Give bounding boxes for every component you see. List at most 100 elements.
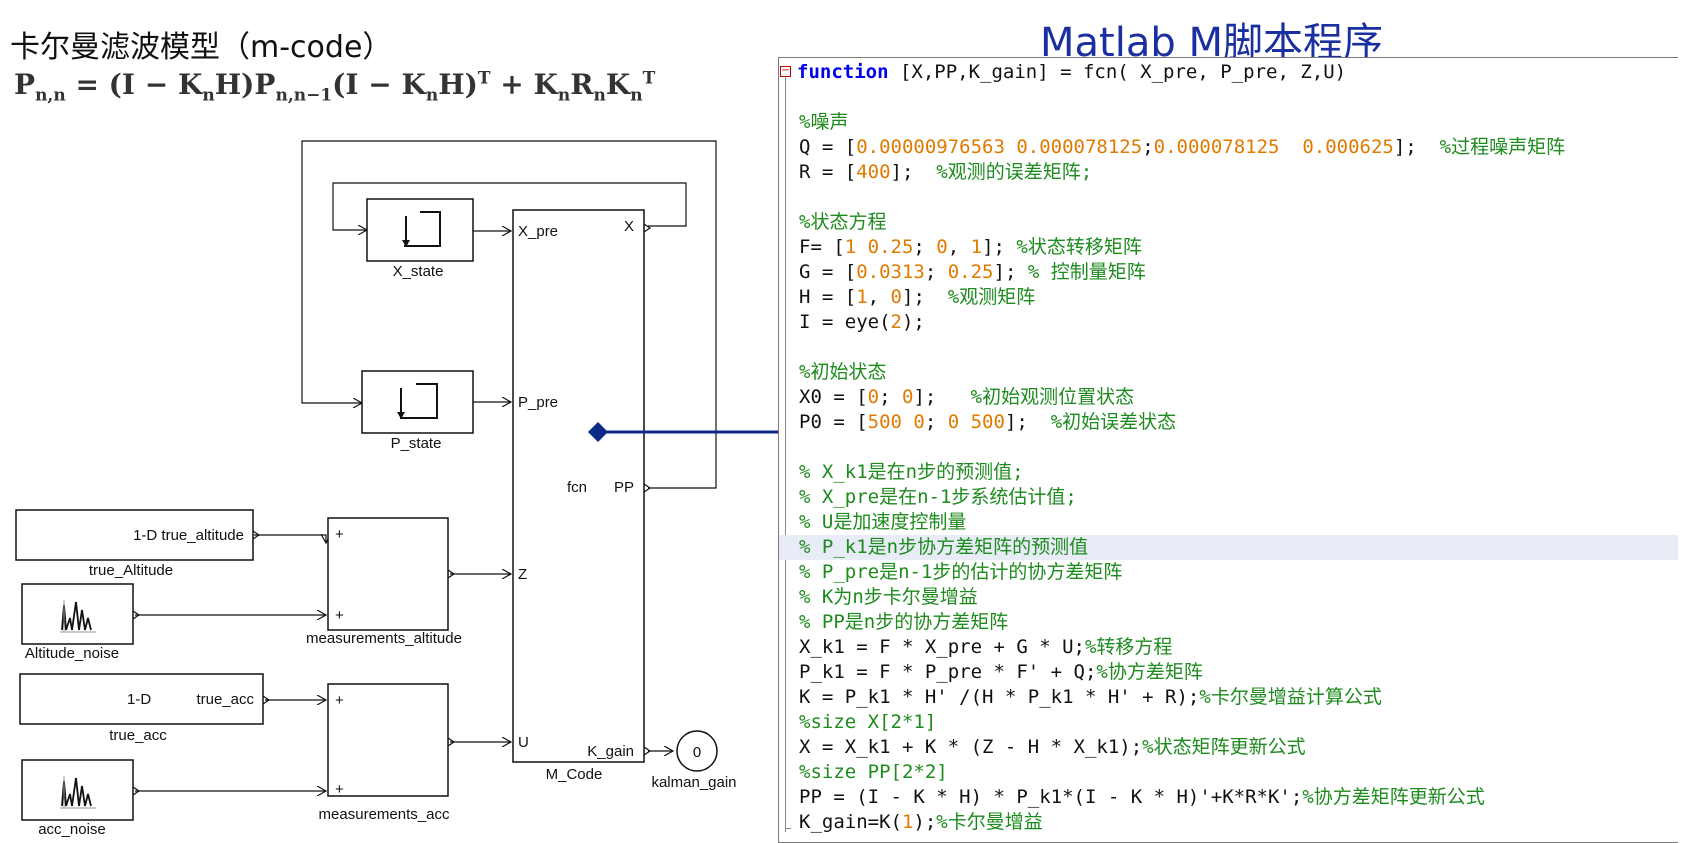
- code-line[interactable]: F= [1 0.25; 0, 1]; %状态转移矩阵: [779, 235, 1678, 260]
- measurements-acc-label: measurements_acc: [319, 806, 450, 823]
- code-text: R = [: [799, 161, 857, 183]
- code-comment: %过程噪声矩阵: [1439, 136, 1566, 158]
- code-comment: %观测矩阵: [947, 286, 1036, 308]
- kalman-gain-display[interactable]: 0 kalman_gain: [651, 730, 737, 791]
- code-comment: %协方差矩阵: [1096, 661, 1203, 683]
- code-text: PP = (I - K * H) * P_k1*(I - K * H)'+K*R…: [799, 786, 1303, 808]
- code-editor[interactable]: − function [X,PP,K_gain] = fcn( X_pre, P…: [778, 57, 1678, 843]
- true-acc-block[interactable]: 1-D true_acc true_acc: [19, 673, 271, 744]
- altitude-noise-label: Altitude_noise: [25, 645, 119, 662]
- code-line[interactable]: X = X_k1 + K * (Z - H * X_k1);%状态矩阵更新公式: [779, 735, 1678, 760]
- code-line[interactable]: % PP是n步的协方差矩阵: [779, 610, 1678, 635]
- code-line[interactable]: function [X,PP,K_gain] = fcn( X_pre, P_p…: [779, 60, 1678, 85]
- port-x-pre: X_pre: [518, 223, 558, 240]
- code-comment: % P_pre是n-1步的估计的协方差矩阵: [799, 561, 1123, 583]
- measurements-acc-block[interactable]: + + measurements_acc: [319, 683, 456, 823]
- code-comment: % PP是n步的协方差矩阵: [799, 611, 1009, 633]
- code-text: );: [913, 811, 937, 833]
- code-number: 0.000078125 0.000625: [1153, 136, 1394, 158]
- code-line[interactable]: %初始状态: [779, 360, 1678, 385]
- code-keyword: function: [797, 61, 889, 83]
- true-altitude-block[interactable]: 1-D true_altitude true_Altitude: [15, 509, 261, 579]
- code-line[interactable]: % P_pre是n-1步的估计的协方差矩阵: [779, 560, 1678, 585]
- code-comment: %卡尔曼增益: [936, 811, 1043, 833]
- code-comment: % X_k1是在n步的预测值;: [799, 461, 1024, 483]
- code-line[interactable]: [779, 185, 1678, 210]
- fold-end-marker: [785, 828, 791, 829]
- code-line[interactable]: I = eye(2);: [779, 310, 1678, 335]
- code-line[interactable]: X_k1 = F * X_pre + G * U;%转移方程: [779, 635, 1678, 660]
- code-number: 0.00000976563 0.000078125: [856, 136, 1143, 158]
- port-x-out: X: [624, 218, 634, 235]
- code-line[interactable]: R = [400]; %观测的误差矩阵;: [779, 160, 1678, 185]
- code-line[interactable]: P_k1 = F * P_pre * F' + Q;%协方差矩阵: [779, 660, 1678, 685]
- code-line[interactable]: Q = [0.00000976563 0.000078125;0.0000781…: [779, 135, 1678, 160]
- code-line[interactable]: %size X[2*1]: [779, 710, 1678, 735]
- code-line[interactable]: % K为n步卡尔曼增益: [779, 585, 1678, 610]
- code-comment: % K为n步卡尔曼增益: [799, 586, 978, 608]
- code-line[interactable]: %状态方程: [779, 210, 1678, 235]
- p-state-block[interactable]: P_state: [361, 370, 474, 452]
- code-line[interactable]: [779, 335, 1678, 360]
- simulink-diagram: X_state P_state X_pre P_pre Z U X PP K_g…: [15, 140, 780, 838]
- code-number: 0: [901, 386, 914, 408]
- code-line[interactable]: P0 = [500 0; 0 500]; %初始误差状态: [779, 410, 1678, 435]
- code-line[interactable]: %噪声: [779, 110, 1678, 135]
- code-comment: %初始误差状态: [1050, 411, 1177, 433]
- code-text: ];: [993, 261, 1028, 283]
- code-line[interactable]: K_gain=K(1);%卡尔曼增益: [779, 810, 1678, 835]
- acc-noise-block[interactable]: acc_noise: [21, 759, 141, 838]
- port-z: Z: [518, 566, 527, 583]
- code-number: 0.0313: [856, 261, 925, 283]
- code-text: );: [901, 311, 925, 333]
- code-comment: %观测的误差矩阵;: [936, 161, 1093, 183]
- code-text: I = eye(: [799, 311, 891, 333]
- code-comment: %size X[2*1]: [799, 711, 937, 733]
- code-line[interactable]: % X_k1是在n步的预测值;: [779, 460, 1678, 485]
- code-line[interactable]: K = P_k1 * H' /(H * P_k1 * H' + R);%卡尔曼增…: [779, 685, 1678, 710]
- plus-sign: +: [335, 607, 344, 624]
- code-line[interactable]: [779, 85, 1678, 110]
- port-pp-out: PP: [614, 479, 634, 496]
- code-comment: %初始状态: [799, 361, 887, 383]
- true-altitude-port: 1-D true_altitude: [133, 527, 244, 544]
- code-line[interactable]: X0 = [0; 0]; %初始观测位置状态: [779, 385, 1678, 410]
- acc-noise-label: acc_noise: [38, 821, 106, 838]
- altitude-noise-block[interactable]: Altitude_noise: [21, 583, 141, 662]
- code-line[interactable]: % P_k1是n步协方差矩阵的预测值: [779, 535, 1678, 560]
- code-text: ;: [1142, 136, 1154, 158]
- code-text: ];: [890, 161, 937, 183]
- fold-toggle-icon[interactable]: −: [780, 65, 791, 77]
- m-code-block[interactable]: X_pre P_pre Z U X PP K_gain fcn M_Code: [512, 209, 652, 783]
- code-comment: %初始观测位置状态: [970, 386, 1135, 408]
- true-acc-port: true_acc: [196, 691, 254, 708]
- true-altitude-label: true_Altitude: [89, 562, 173, 579]
- code-text: ;: [924, 261, 948, 283]
- code-number: 0.25: [947, 261, 994, 283]
- measurements-altitude-label: measurements_altitude: [306, 630, 462, 647]
- code-line[interactable]: %size PP[2*2]: [779, 760, 1678, 785]
- x-state-block[interactable]: X_state: [366, 198, 474, 280]
- code-line[interactable]: % U是加速度控制量: [779, 510, 1678, 535]
- code-text: P_k1 = F * P_pre * F' + Q;: [799, 661, 1097, 683]
- code-text: ];: [902, 286, 948, 308]
- code-text: [X,PP,K_gain] = fcn( X_pre, P_pre, Z,U): [888, 61, 1347, 83]
- code-text: Q = [: [799, 136, 857, 158]
- code-number: 1: [856, 286, 868, 308]
- code-number: 400: [856, 161, 891, 183]
- code-line[interactable]: H = [1, 0]; %观测矩阵: [779, 285, 1678, 310]
- code-line[interactable]: PP = (I - K * H) * P_k1*(I - K * H)'+K*R…: [779, 785, 1678, 810]
- code-text: K_gain=K(: [799, 811, 902, 833]
- kalman-gain-value: 0: [693, 744, 701, 761]
- code-line[interactable]: [779, 435, 1678, 460]
- code-text: X_k1 = F * X_pre + G * U;: [799, 636, 1085, 658]
- code-text: ;: [924, 411, 948, 433]
- port-u: U: [518, 734, 529, 751]
- code-line[interactable]: G = [0.0313; 0.25]; % 控制量矩阵: [779, 260, 1678, 285]
- kalman-gain-label: kalman_gain: [651, 774, 736, 791]
- code-line[interactable]: % X_pre是在n-1步系统估计值;: [779, 485, 1678, 510]
- code-comment: % P_k1是n步协方差矩阵的预测值: [799, 536, 1089, 558]
- measurements-altitude-block[interactable]: + + measurements_altitude: [306, 517, 462, 647]
- kalman-covariance-formula: Pn,n = (I − KnH)Pn,n−1(I − KnH)T + KnRnK…: [14, 68, 656, 106]
- callout-connector: [588, 422, 780, 442]
